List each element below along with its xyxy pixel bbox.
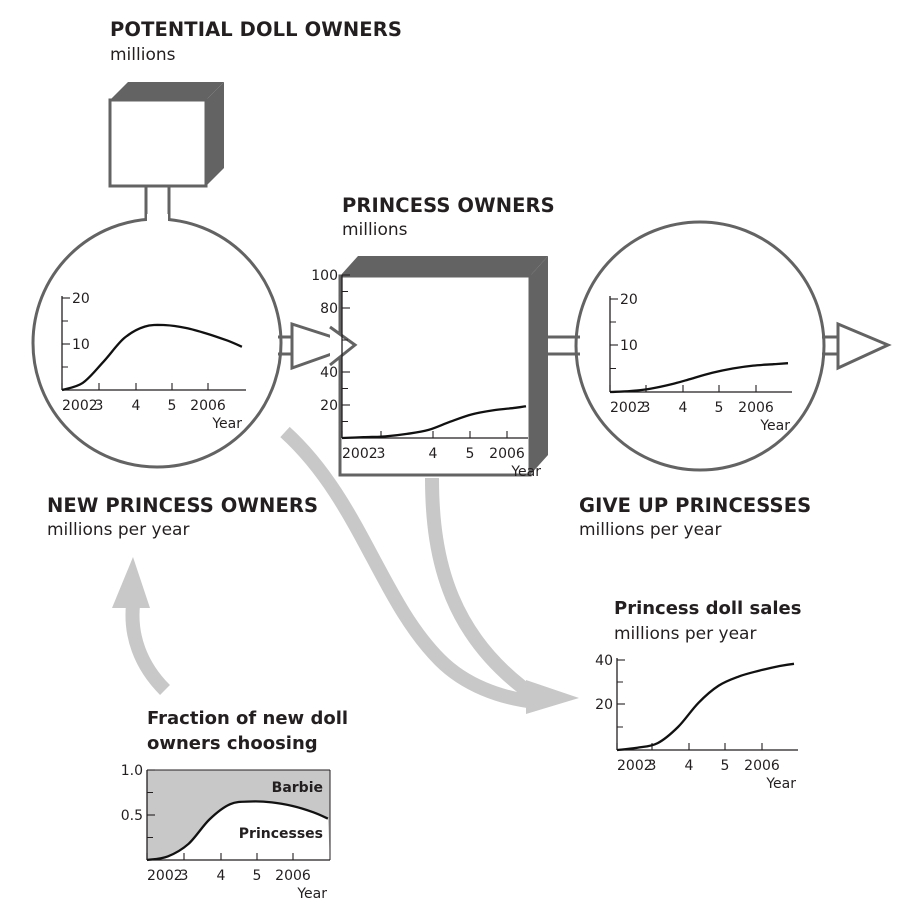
outflow-arrow-giveup: [822, 321, 892, 371]
y-tick-label: 10: [620, 338, 638, 354]
give-up-princesses-unit: millions per year: [579, 520, 722, 540]
x-tick-label: 3: [377, 446, 386, 462]
x-axis-label: Year: [211, 416, 242, 432]
info-arrow-princess-owners-to-sales: [425, 477, 544, 706]
potential-doll-owners-unit: millions: [110, 45, 176, 65]
x-tick-label: 4: [217, 868, 226, 884]
princess-owners-title: PRINCESS OWNERS: [342, 194, 555, 217]
x-tick-label: 2002: [342, 446, 378, 462]
y-tick-label: 20: [320, 398, 338, 414]
inflow-pipe-potential: [144, 186, 171, 220]
x-tick-label: 2002: [62, 398, 98, 414]
y-tick-label: 20: [595, 697, 613, 713]
x-tick-label: 2006: [744, 758, 780, 774]
x-tick-label: 2002: [610, 400, 646, 416]
info-arrow-new-owners-to-sales: [280, 426, 536, 709]
x-tick-label: 3: [95, 398, 104, 414]
princesses-area: [147, 801, 330, 860]
x-tick-label: 2006: [190, 398, 226, 414]
princess-owners-unit: millions: [342, 220, 408, 240]
data-curve: [609, 362, 789, 394]
x-tick-label: 2006: [489, 446, 525, 462]
data-curve: [616, 662, 795, 752]
potential-doll-owners-stock: [108, 82, 224, 188]
x-tick-label: 2006: [738, 400, 774, 416]
x-axis-label: Year: [759, 418, 790, 434]
potential-doll-owners-title: POTENTIAL DOLL OWNERS: [110, 18, 402, 41]
data-curve: [61, 323, 243, 392]
x-tick-label: 3: [648, 758, 657, 774]
y-tick-label: 40: [320, 365, 338, 381]
x-tick-label: 4: [685, 758, 694, 774]
y-tick-label: 20: [72, 291, 90, 307]
new-princess-owners-unit: millions per year: [47, 520, 190, 540]
x-tick-label: 4: [679, 400, 688, 416]
y-tick-label: 0.5: [121, 808, 143, 824]
info-arrowhead-new-owners: [112, 557, 150, 608]
x-tick-label: 4: [132, 398, 141, 414]
y-tick-label: 1.0: [121, 763, 143, 779]
x-tick-label: 2002: [617, 758, 653, 774]
x-axis-label: Year: [765, 776, 796, 792]
y-tick-label: 100: [311, 268, 338, 284]
y-tick-label: 80: [320, 301, 338, 317]
x-tick-label: 3: [642, 400, 651, 416]
princess-owners-stock: [338, 256, 548, 477]
x-axis-label: Year: [510, 464, 541, 480]
x-tick-label: 5: [721, 758, 730, 774]
x-tick-label: 5: [466, 446, 475, 462]
data-curve: [341, 405, 527, 440]
x-tick-label: 4: [429, 446, 438, 462]
new-princess-owners-title: NEW PRINCESS OWNERS: [47, 494, 319, 517]
data-curve: [146, 800, 329, 862]
princess-doll-sales-title: Princess doll sales: [614, 598, 802, 619]
new-princess-owners-valve: [31, 217, 283, 469]
x-tick-label: 2002: [147, 868, 183, 884]
x-tick-label: 5: [168, 398, 177, 414]
x-tick-label: 5: [253, 868, 262, 884]
x-tick-label: 5: [715, 400, 724, 416]
y-tick-label: 20: [620, 292, 638, 308]
series-label-princesses: Princesses: [239, 826, 323, 842]
series-label-barbie: Barbie: [272, 780, 323, 796]
fraction-title-line-2: owners choosing: [147, 733, 318, 754]
give-up-princesses-valve: [574, 220, 826, 472]
y-tick-label: 10: [72, 337, 90, 353]
info-arrow-fraction-to-new-owners: [125, 604, 171, 695]
x-tick-label: 2006: [275, 868, 311, 884]
fraction-title-line-1: Fraction of new doll: [147, 708, 349, 729]
princess-doll-sales-unit: millions per year: [614, 624, 757, 644]
x-tick-label: 3: [180, 868, 189, 884]
info-arrowhead-sales: [526, 680, 579, 714]
y-tick-label: 40: [595, 653, 613, 669]
x-axis-label: Year: [296, 886, 327, 902]
give-up-princesses-title: GIVE UP PRINCESSES: [579, 494, 812, 517]
flow-pipe-new-to-princess: [278, 321, 362, 371]
